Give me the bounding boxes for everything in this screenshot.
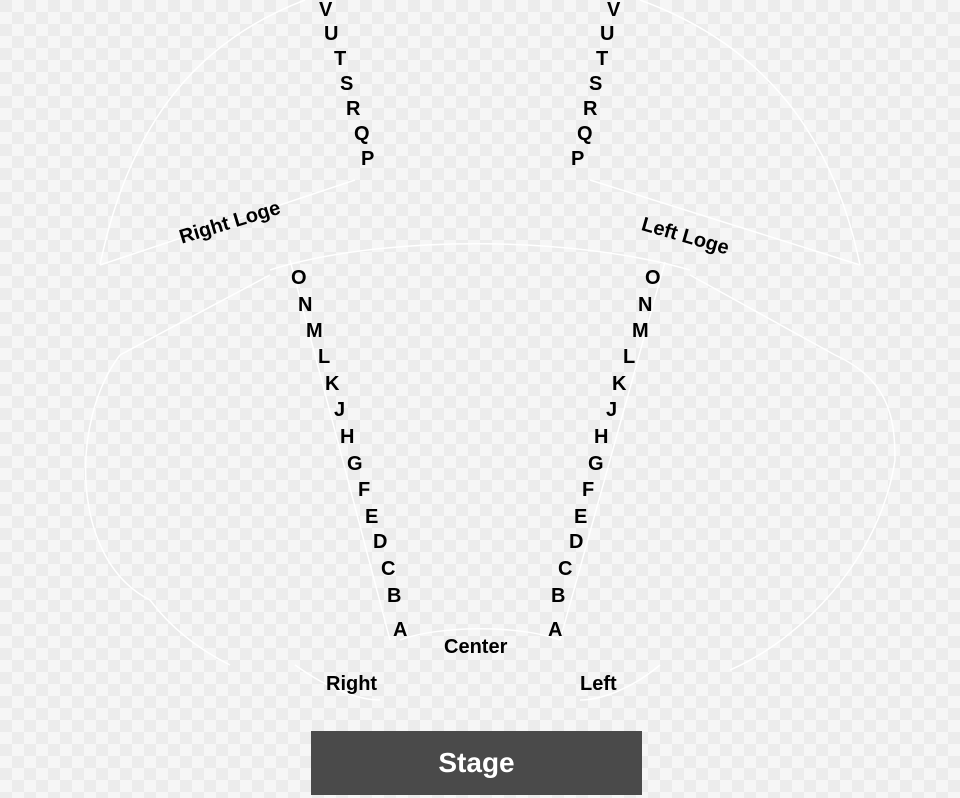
row-label-p-right-aisle: P bbox=[361, 148, 375, 170]
row-label-s-right-aisle: S bbox=[340, 73, 354, 95]
row-label-d-right-aisle: D bbox=[373, 531, 388, 553]
row-label-e-right-aisle: E bbox=[365, 506, 379, 528]
row-label-r-right-aisle: R bbox=[346, 98, 361, 120]
row-label-c-right-aisle: C bbox=[381, 558, 396, 580]
row-label-l-right-aisle: L bbox=[318, 346, 331, 368]
row-label-l-left-aisle: L bbox=[623, 346, 636, 368]
row-label-h-left-aisle: H bbox=[594, 426, 609, 448]
row-label-j-left-aisle: J bbox=[606, 399, 618, 421]
row-label-v-left-aisle: V bbox=[607, 0, 621, 21]
row-label-d-left-aisle: D bbox=[569, 531, 584, 553]
row-label-v-right-aisle: V bbox=[319, 0, 333, 21]
section-label-right: Right bbox=[326, 673, 378, 695]
row-label-q-right-aisle: Q bbox=[354, 123, 370, 145]
row-label-b-left-aisle: B bbox=[551, 585, 566, 607]
row-label-e-left-aisle: E bbox=[574, 506, 588, 528]
row-label-g-left-aisle: G bbox=[588, 453, 604, 475]
row-label-a-left-aisle: A bbox=[548, 619, 563, 641]
row-label-p-left-aisle: P bbox=[571, 148, 585, 170]
row-label-o-left-aisle: O bbox=[645, 267, 661, 289]
row-label-m-right-aisle: M bbox=[306, 320, 323, 342]
row-label-o-right-aisle: O bbox=[291, 267, 307, 289]
row-label-c-left-aisle: C bbox=[558, 558, 573, 580]
row-label-f-right-aisle: F bbox=[358, 479, 371, 501]
row-label-k-right-aisle: K bbox=[325, 373, 340, 395]
row-label-h-right-aisle: H bbox=[340, 426, 355, 448]
stage-label: Stage bbox=[438, 747, 515, 778]
row-label-a-right-aisle: A bbox=[393, 619, 408, 641]
row-label-t-right-aisle: T bbox=[334, 48, 347, 70]
row-label-r-left-aisle: R bbox=[583, 98, 598, 120]
row-label-n-right-aisle: N bbox=[298, 294, 313, 316]
row-label-g-right-aisle: G bbox=[347, 453, 363, 475]
stage-block: Stage bbox=[311, 731, 642, 795]
row-label-k-left-aisle: K bbox=[612, 373, 627, 395]
row-label-t-left-aisle: T bbox=[596, 48, 609, 70]
row-label-m-left-aisle: M bbox=[632, 320, 649, 342]
row-label-s-left-aisle: S bbox=[589, 73, 603, 95]
row-label-j-right-aisle: J bbox=[334, 399, 346, 421]
section-label-center: Center bbox=[444, 636, 508, 658]
row-label-f-left-aisle: F bbox=[582, 479, 595, 501]
row-label-b-right-aisle: B bbox=[387, 585, 402, 607]
row-label-u-left-aisle: U bbox=[600, 23, 615, 45]
row-label-n-left-aisle: N bbox=[638, 294, 653, 316]
row-label-u-right-aisle: U bbox=[324, 23, 339, 45]
section-label-left: Left bbox=[580, 673, 617, 695]
row-label-q-left-aisle: Q bbox=[577, 123, 593, 145]
